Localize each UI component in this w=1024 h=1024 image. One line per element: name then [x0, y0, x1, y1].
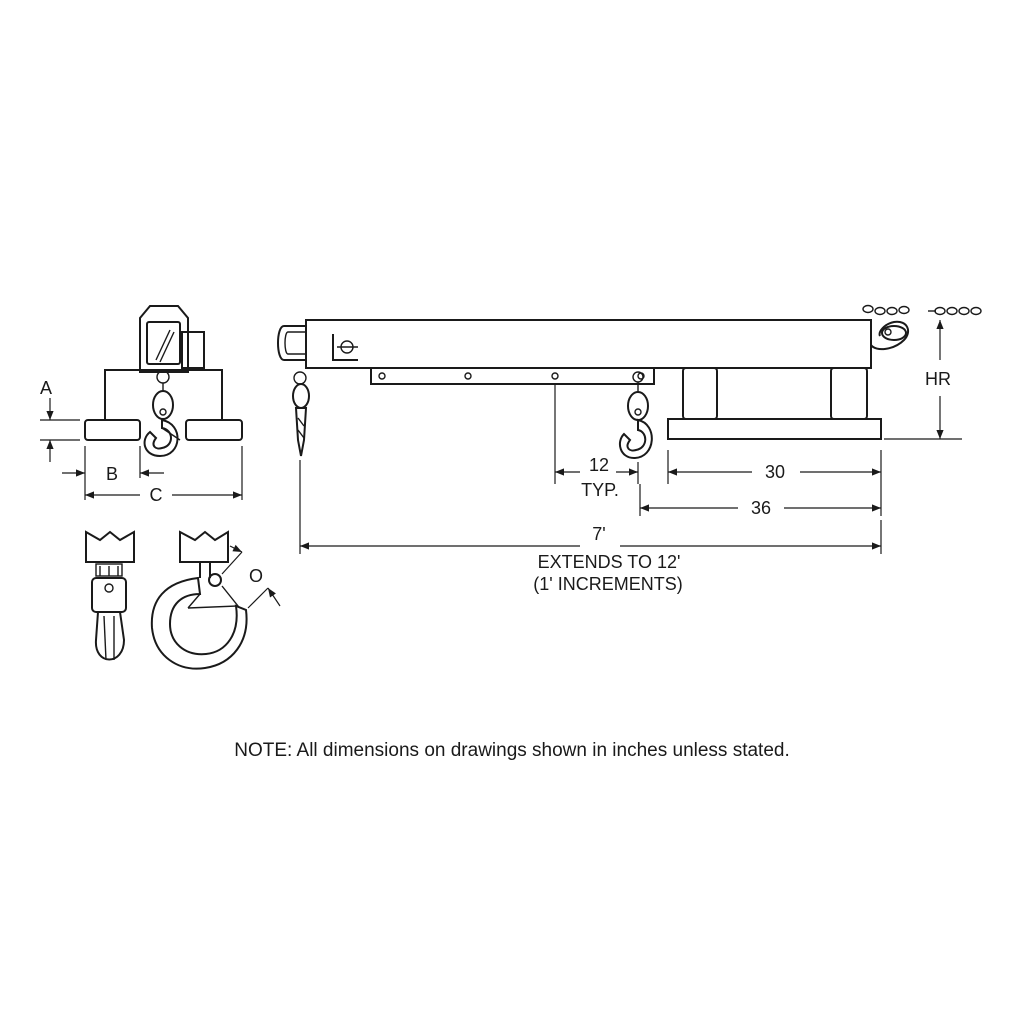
dimension-a-label: A [40, 378, 52, 398]
dimension-length: 7' EXTENDS TO 12' (1' INCREMENTS) [299, 460, 882, 594]
dimension-hr: HR [884, 320, 962, 440]
dimension-36: 36 [639, 484, 881, 518]
dimension-spacing-label: 12 [589, 455, 609, 475]
dimension-hr-label: HR [925, 369, 951, 389]
dimension-o: O [221, 544, 281, 609]
hook-side-detail [85, 530, 135, 661]
dimension-b: B [62, 446, 164, 500]
dimension-b-label: B [106, 464, 118, 484]
dimension-c: C [85, 446, 243, 505]
hook-front-detail [150, 530, 248, 670]
dimension-a: A [40, 378, 80, 462]
dimension-length-label: 7' [592, 524, 605, 544]
dimension-36-label: 36 [751, 498, 771, 518]
dimension-o-label: O [249, 566, 263, 586]
dimension-30-label: 30 [765, 462, 785, 482]
dimension-spacing: 12 TYP. [554, 384, 639, 500]
dimension-spacing-note: TYP. [581, 480, 619, 500]
dimension-extends-label: EXTENDS TO 12' [538, 552, 681, 572]
end-view [84, 305, 243, 458]
dimension-increments-label: (1' INCREMENTS) [533, 574, 682, 594]
boom-side-view [277, 304, 982, 460]
dimension-c-label: C [150, 485, 163, 505]
dimension-30: 30 [667, 450, 882, 516]
dimensions-note: NOTE: All dimensions on drawings shown i… [234, 740, 790, 761]
